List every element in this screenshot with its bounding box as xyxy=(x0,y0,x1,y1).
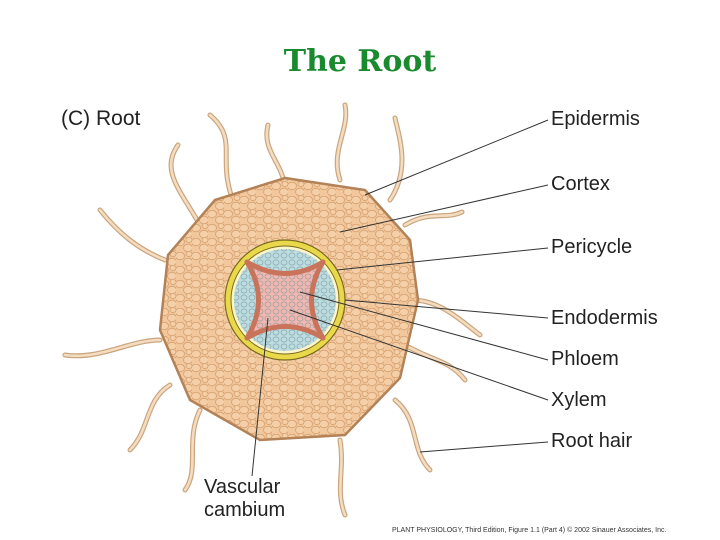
label-cortex: Cortex xyxy=(551,173,610,195)
root-hairs-inner xyxy=(63,103,482,517)
label-endodermis: Endodermis xyxy=(551,307,658,329)
label-xylem: Xylem xyxy=(551,389,607,411)
label-phloem: Phloem xyxy=(551,348,619,370)
label-root-hair: Root hair xyxy=(551,430,633,452)
panel-label: (C) Root xyxy=(61,107,141,130)
slide-title: The Root xyxy=(283,44,437,79)
label-cambium: cambium xyxy=(204,499,286,521)
xylem-arms xyxy=(244,259,326,341)
label-vascular: Vascular xyxy=(204,476,281,498)
figure-credit: PLANT PHYSIOLOGY, Third Edition, Figure … xyxy=(392,527,667,534)
label-pericycle: Pericycle xyxy=(551,236,633,258)
label-epidermis: Epidermis xyxy=(551,108,640,130)
label-vascular-cambium: Vascular cambium xyxy=(204,476,344,522)
leader-lines xyxy=(251,119,549,477)
